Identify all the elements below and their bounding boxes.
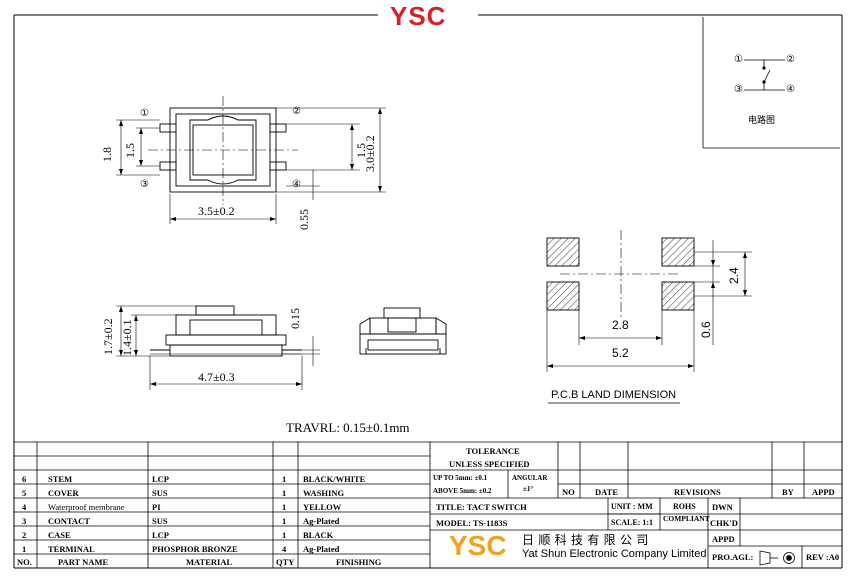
projection-symbol — [759, 550, 795, 566]
bom-row-1-qty: 4 — [282, 544, 287, 554]
bom-header-part: PART NAME — [58, 557, 109, 567]
bom-row-2-part: CASE — [48, 530, 71, 540]
end-view — [359, 307, 447, 355]
side-view-arrows — [119, 306, 302, 386]
dim-3-5: 3.5±0.2 — [198, 204, 235, 218]
bom-row-5-no: 5 — [22, 488, 27, 498]
bom-row-2-no: 2 — [22, 530, 27, 540]
bom-row-2-finish: BLACK — [303, 530, 334, 540]
top-view-arrows — [119, 108, 382, 221]
top-view — [116, 96, 386, 224]
tolerance-up-to: UP TO 5mm: ±0.1 — [433, 474, 488, 482]
dim-1-4: 1.4±0.1 — [120, 319, 134, 356]
pcb-title: P.C.B LAND DIMENSION — [551, 389, 677, 401]
pcb-arrows — [547, 252, 747, 368]
bom-row-5-finish: WASHING — [303, 488, 345, 498]
dim-3-0: 3.0±0.2 — [363, 135, 377, 172]
schematic-pin-1: ① — [734, 54, 743, 65]
scale-field: SCALE: 1:1 — [611, 518, 654, 527]
bom-header-finish: FINISHING — [336, 557, 382, 567]
dim-2-4: 2.4 — [727, 267, 741, 284]
compliant-label: COMPLIANT — [663, 514, 710, 523]
rev-header-no: NO — [562, 487, 575, 497]
model-field: MODEL: TS-1183S — [436, 518, 508, 528]
bom-row-4-qty: 1 — [282, 502, 287, 512]
tolerance-subtitle: UNLESS SPECIFIED — [449, 459, 530, 469]
tolerance-title: TOLERANCE — [466, 446, 520, 456]
side-view — [116, 305, 320, 390]
rev-header-by: BY — [782, 487, 794, 497]
dim-1-5-left: 1.5 — [123, 143, 137, 158]
bom-row-3-qty: 1 — [282, 516, 287, 526]
title-field: TITLE: TACT SWITCH — [436, 502, 527, 512]
bom-row-6-material: LCP — [152, 474, 169, 484]
bom-row-1-part: TERMINAL — [48, 544, 95, 554]
rev-header-revisions: REVISIONS — [674, 487, 721, 497]
bom-row-1-material: PHOSPHOR BRONZE — [152, 544, 238, 554]
bom-row-5-qty: 1 — [282, 488, 287, 498]
schematic-pin-4: ④ — [786, 84, 795, 95]
revision-field: REV :A0 — [806, 552, 840, 562]
bom-row-5-material: SUS — [152, 488, 168, 498]
top-pin-3: ③ — [140, 179, 149, 190]
tolerance-above: ABOVE 5mm: ±0.2 — [433, 487, 492, 495]
dim-2-8: 2.8 — [612, 318, 629, 332]
bom-row-3-finish: Ag-Plated — [303, 516, 340, 526]
tolerance-angular-value: ±1° — [523, 485, 534, 493]
company-name-en: Yat Shun Electronic Company Limited — [522, 548, 707, 560]
rev-header-date: DATE — [595, 487, 618, 497]
dim-0-6: 0.6 — [699, 321, 713, 338]
bom-row-1-finish: Ag-Plated — [303, 544, 340, 554]
dwn-label: DWN — [712, 502, 733, 512]
brand-logo: YSC — [390, 1, 447, 31]
bom-row-2-material: LCP — [152, 530, 169, 540]
bom-row-2-qty: 1 — [282, 530, 287, 540]
dim-0-55: 0.55 — [297, 209, 311, 230]
bom-row-4-finish: YELLOW — [303, 502, 342, 512]
top-pin-1: ① — [140, 108, 149, 119]
tolerance-angular: ANGULAR — [512, 474, 548, 482]
dim-1-8: 1.8 — [100, 147, 114, 162]
dim-5-2: 5.2 — [612, 346, 629, 360]
bom-row-4-material: PI — [152, 502, 161, 512]
bom-row-6-part: STEM — [48, 474, 73, 484]
dim-0-15: 0.15 — [288, 308, 302, 329]
bom-header-qty: QTY — [276, 557, 295, 567]
company-logo: YSC — [449, 530, 507, 561]
dim-1-7: 1.7±0.2 — [101, 318, 115, 355]
bom-row-3-material: SUS — [152, 516, 168, 526]
bom-row-6-finish: BLACK/WHITE — [303, 474, 366, 484]
dim-4-7: 4.7±0.3 — [198, 370, 235, 384]
bom-row-3-no: 3 — [22, 516, 27, 526]
travel-note: TRAVRL: 0.15±0.1mm — [286, 420, 410, 435]
bom-row-6-no: 6 — [22, 474, 27, 484]
company-name-cn: 日 顺 科 技 有 限 公 司 — [522, 533, 649, 547]
schematic-label: 电路图 — [748, 115, 776, 125]
bom-row-1-no: 1 — [22, 544, 27, 554]
schematic-pin-2: ② — [786, 54, 795, 65]
top-pin-2: ② — [292, 106, 301, 117]
top-pin-4: ④ — [292, 179, 301, 190]
appd-label: APPD — [712, 534, 735, 544]
schematic-diagram — [702, 17, 840, 149]
proagl-label: PRO.AGL: — [712, 552, 754, 562]
rev-header-appd: APPD — [812, 487, 835, 497]
chkd-label: CHK'D — [710, 518, 738, 528]
schematic-pin-3: ③ — [734, 84, 743, 95]
pcb-land-pattern — [546, 230, 752, 404]
bom-row-4-part: Waterproof membrane — [48, 502, 125, 512]
title-block-grid — [14, 441, 842, 568]
unit-field: UNIT : MM — [611, 502, 653, 511]
bom-row-3-part: CONTACT — [48, 516, 90, 526]
bom-header-material: MATERIAL — [186, 557, 233, 567]
sheet-border — [13, 14, 843, 569]
bom-header-no: NO. — [17, 557, 32, 567]
bom-row-4-no: 4 — [22, 502, 27, 512]
bom-row-5-part: COVER — [48, 488, 79, 498]
rohs-label: ROHS — [673, 502, 696, 511]
bom-row-6-qty: 1 — [282, 474, 287, 484]
